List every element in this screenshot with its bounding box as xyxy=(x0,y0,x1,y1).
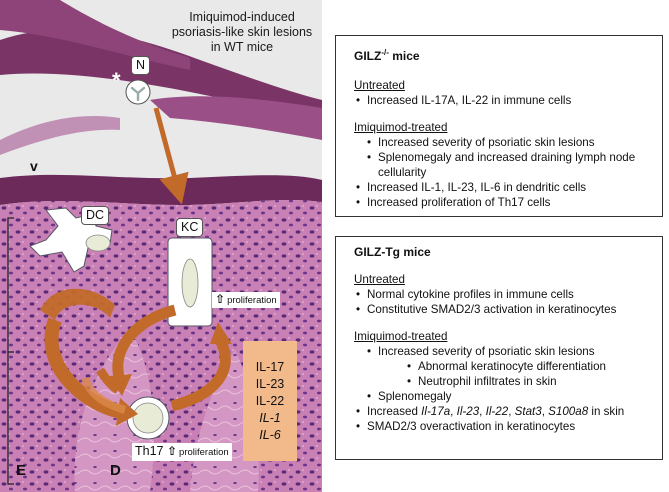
dermis-label: D xyxy=(110,462,121,479)
figure-title: Imiquimod-induced psoriasis-like skin le… xyxy=(168,10,316,55)
gilz-knockout-box: GILZ-/- mice Untreated Increased IL-17A,… xyxy=(335,35,663,217)
list-item-genes: Increased Il-17a, Il-23, Il-22, Stat3, S… xyxy=(356,404,652,419)
stratum-marker: v xyxy=(30,158,38,174)
th17-to-kc-arrow xyxy=(170,337,231,412)
gilz-knockout-title: GILZ-/- mice xyxy=(354,45,652,64)
gene-stat3: Stat3 xyxy=(514,405,542,418)
gilz-ko-title-suffix: mice xyxy=(388,49,420,63)
th17-text: Th17 xyxy=(135,444,164,458)
dendritic-cell-label: DC xyxy=(81,206,110,225)
neutrophil-to-keratinocyte-arrow xyxy=(153,107,189,205)
kc-to-th17-arrow xyxy=(112,304,177,382)
figure-title-line-1: Imiquimod-induced xyxy=(189,10,295,24)
proliferation-text: proliferation xyxy=(227,295,277,306)
gilz-transgenic-box: GILZ-Tg mice Untreated Normal cytokine p… xyxy=(335,236,663,460)
gilz-tg-untreated-heading: Untreated xyxy=(354,273,405,286)
list-item: Increased IL-1, IL-23, IL-6 in dendritic… xyxy=(356,180,652,195)
gilz-ko-title-sup: -/- xyxy=(381,48,389,57)
list-item: Neutrophil infiltrates in skin xyxy=(407,374,652,389)
cytokine-il17: IL-17 xyxy=(255,359,285,374)
gilz-ko-untreated-heading: Untreated xyxy=(354,79,405,92)
up-arrow-icon: ⇧ xyxy=(215,292,226,306)
gilz-ko-treated-list: Increased severity of psoriatic skin les… xyxy=(354,135,652,210)
gene-il17a: Il-17a xyxy=(421,405,451,418)
genes-suffix: in skin xyxy=(588,405,625,418)
list-item: Increased severity of psoriatic skin les… xyxy=(367,344,652,359)
list-item: SMAD2/3 overactivation in keratinocytes xyxy=(356,419,652,434)
genes-prefix: Increased xyxy=(367,405,422,418)
keratinocyte-proliferation-label: ⇧proliferation xyxy=(212,292,280,308)
neutrophil-label: N xyxy=(131,56,151,75)
scale-strand-upper xyxy=(0,0,190,70)
cytokine-il23: IL-23 xyxy=(255,376,285,391)
neutrophil-marker: * xyxy=(112,68,121,93)
scale-strand-top xyxy=(0,29,322,120)
figure-title-line-2: psoriasis-like skin lesions xyxy=(171,25,313,39)
list-item: Increased IL-17A, IL-22 in immune cells xyxy=(356,93,652,108)
keratinocyte-label: KC xyxy=(176,218,204,237)
list-item: Splenomegaly and increased draining lymp… xyxy=(367,150,652,180)
up-arrow-icon: ⇧ xyxy=(166,444,178,458)
list-item: Constitutive SMAD2/3 activation in kerat… xyxy=(356,302,652,317)
epidermis-dermis-bracket xyxy=(7,217,14,485)
gilz-tg-untreated-list: Normal cytokine profiles in immune cells… xyxy=(356,287,652,317)
th17-proliferation-text: proliferation xyxy=(179,447,229,458)
cytokine-il6: IL-6 xyxy=(259,427,281,442)
list-item: Normal cytokine profiles in immune cells xyxy=(356,287,652,302)
gilz-tg-treated-heading: Imiquimod-treated xyxy=(354,330,448,343)
dc-to-th17-arrow xyxy=(44,317,123,419)
cytokine-box: IL-17 IL-23 IL-22 IL-1 IL-6 xyxy=(243,341,297,461)
scale-strand-middle xyxy=(150,96,322,140)
scale-strand-left xyxy=(0,116,120,155)
gene-s100a8: S100a8 xyxy=(548,405,589,418)
cytokine-il22: IL-22 xyxy=(255,393,285,408)
gilz-ko-title-text: GILZ xyxy=(354,49,382,63)
gilz-ko-untreated-list: Increased IL-17A, IL-22 in immune cells xyxy=(356,93,652,108)
gilz-ko-treated-heading: Imiquimod-treated xyxy=(354,121,448,134)
figure-title-line-3: in WT mice xyxy=(210,40,274,54)
gene-il22: Il-22 xyxy=(485,405,509,418)
gilz-tg-title: GILZ-Tg mice xyxy=(354,245,431,259)
list-item: Splenomegaly xyxy=(367,389,652,404)
list-item: Abnormal keratinocyte differentiation xyxy=(407,359,652,374)
cytokine-il1: IL-1 xyxy=(259,410,281,425)
gene-il23: Il-23 xyxy=(456,405,480,418)
gilz-tg-treated-list: Increased severity of psoriatic skin les… xyxy=(354,344,652,434)
list-item: Increased severity of psoriatic skin les… xyxy=(367,135,652,150)
histology-panel: Imiquimod-induced psoriasis-like skin le… xyxy=(0,0,322,492)
list-item: Increased proliferation of Th17 cells xyxy=(356,195,652,210)
epidermis-label: E xyxy=(16,462,27,479)
th17-label: Th17 ⇧proliferation xyxy=(132,443,232,461)
